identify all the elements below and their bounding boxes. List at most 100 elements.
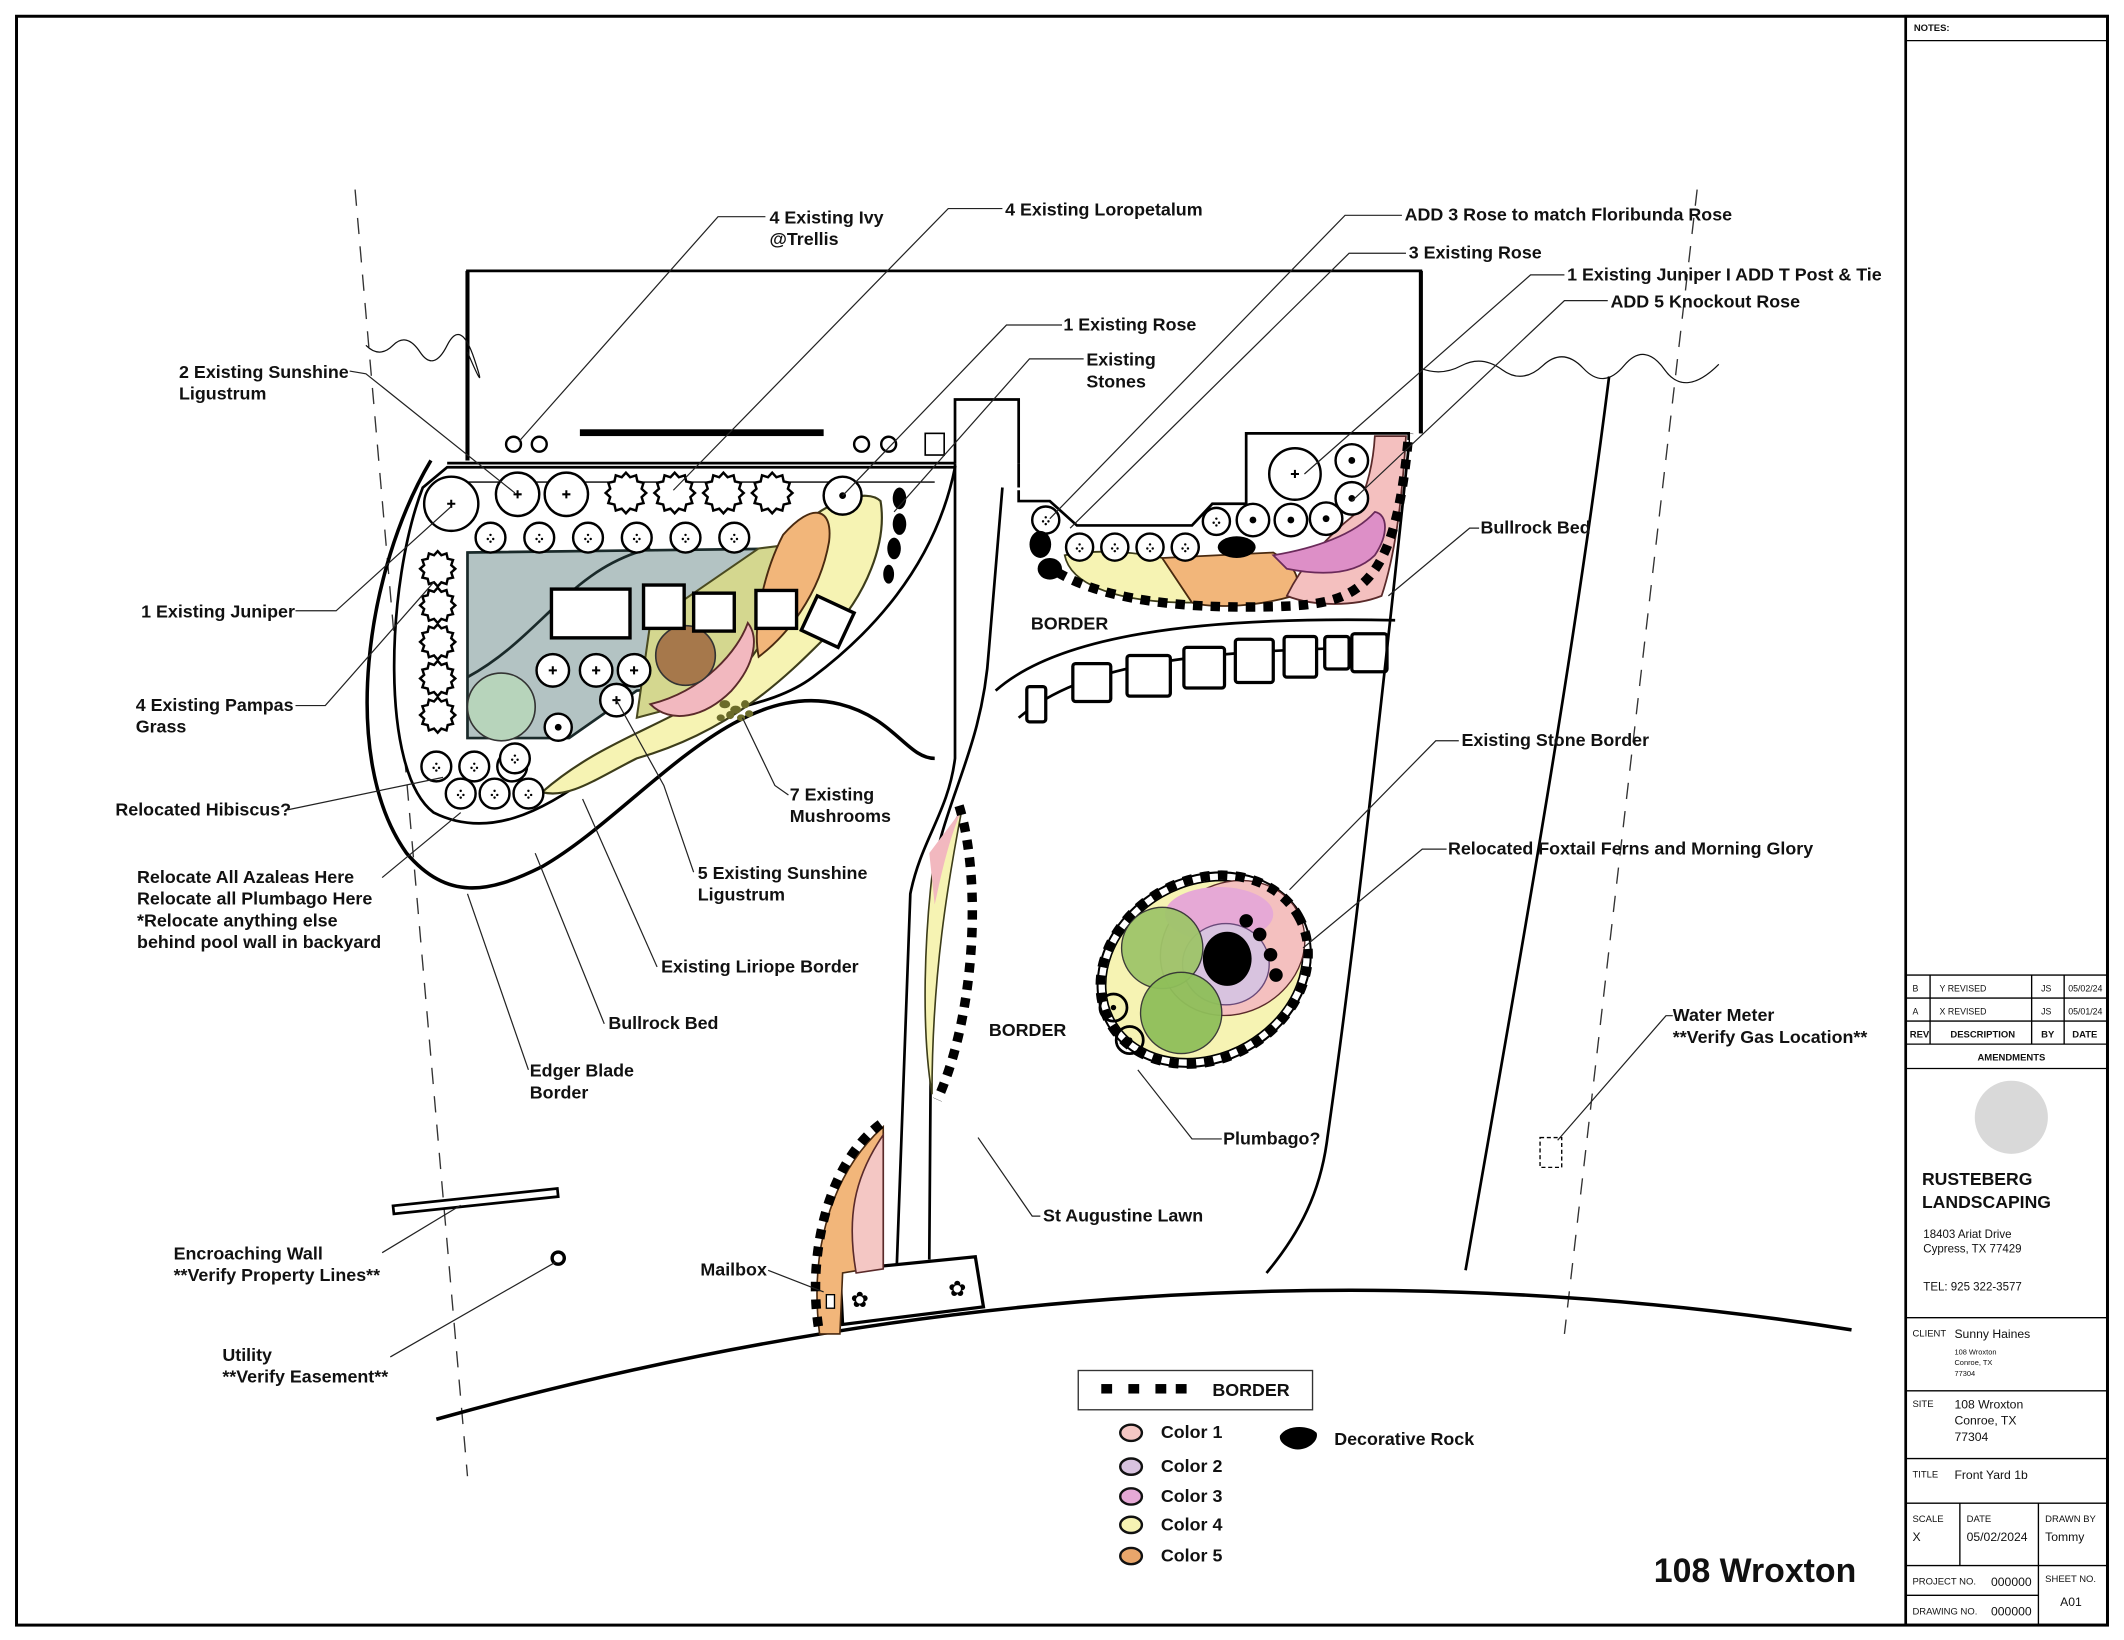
- legend-item: Color 4: [1119, 1514, 1223, 1535]
- shrub-symbol: [422, 475, 480, 533]
- color1-area: [648, 621, 755, 717]
- label-stone-border: Existing Stone Border: [1462, 730, 1650, 750]
- label-utility: Utility: [222, 1345, 272, 1365]
- label-liriope: Existing Liriope Border: [661, 956, 859, 976]
- label-text: Ligustrum: [179, 384, 266, 404]
- notes-label: NOTES:: [1914, 23, 1950, 34]
- sage-tree: [466, 672, 537, 742]
- amendment-by: JS: [2041, 1006, 2051, 1016]
- shrub-symbol: [718, 521, 751, 554]
- shrub-symbol: [1030, 505, 1061, 535]
- label-wall: Encroaching Wall: [174, 1243, 323, 1263]
- island-bed: [1095, 870, 1313, 1069]
- color3-area: [1271, 510, 1386, 574]
- shrub-symbol: [1235, 502, 1271, 538]
- label-bullrock-right: Bullrock Bed: [1480, 518, 1590, 538]
- label-text: **Verify Property Lines**: [174, 1265, 381, 1285]
- label-text: 05/02/2024: [1967, 1530, 2028, 1544]
- shrub-symbol: [512, 777, 545, 810]
- label-text: A01: [2060, 1595, 2082, 1609]
- title-block: [1904, 14, 2109, 1627]
- stepping-stone: [1071, 661, 1113, 704]
- label-text: 000000: [1991, 1575, 2032, 1589]
- label-loropetalum: 4 Existing Loropetalum: [1005, 199, 1202, 219]
- shrub-symbol: [1170, 532, 1200, 562]
- stepping-stone: [1182, 645, 1227, 690]
- legend-label: Color 4: [1161, 1514, 1223, 1534]
- amendment-date: 05/02/24: [2068, 983, 2102, 993]
- label-juniper-tpost: 1 Existing Juniper I ADD T Post & Tie: [1567, 264, 1882, 284]
- label-text: DATE: [1967, 1514, 1992, 1525]
- water-meter: [1539, 1136, 1563, 1169]
- shrub-symbol: [1064, 532, 1095, 562]
- amendment-description: X REVISED: [1940, 1006, 1987, 1016]
- shrub-symbol: [418, 549, 458, 589]
- shrub-symbol: [620, 521, 653, 554]
- shrub-symbol: [1135, 532, 1165, 562]
- legend-label: Color 5: [1161, 1545, 1223, 1565]
- shrub-symbol: [418, 695, 458, 735]
- label-text: SCALE: [1912, 1514, 1943, 1525]
- drawing-title: Front Yard 1b: [1954, 1468, 2028, 1482]
- label-sunshine-top: 2 Existing Sunshine: [179, 362, 349, 382]
- encroaching-wall: [391, 1187, 560, 1216]
- label-text: LANDSCAPING: [1922, 1192, 2051, 1212]
- shrub-symbol: [669, 521, 702, 554]
- legend-rock-label: Decorative Rock: [1334, 1429, 1474, 1449]
- shrub-symbol: [418, 659, 458, 698]
- amendments-label: AMENDMENTS: [1977, 1052, 2045, 1063]
- label-text: 77304: [1954, 1369, 1975, 1378]
- label-stones: Existing: [1086, 350, 1155, 370]
- shrub-symbol: [652, 470, 697, 516]
- color-swatch: [1119, 1515, 1144, 1535]
- amendment-rev: B: [1912, 983, 1918, 993]
- property-line-right: [1563, 189, 1698, 1335]
- label-water-meter: Water Meter: [1673, 1005, 1775, 1025]
- driveway-edge-left: [1265, 446, 1411, 1274]
- label-hibiscus: Relocated Hibiscus?: [115, 799, 291, 819]
- label-text: CLIENT: [1912, 1329, 1946, 1340]
- label-sunshine-five: 5 Existing Sunshine: [698, 863, 868, 883]
- mulch-tree: [654, 624, 717, 687]
- label-border-mid: BORDER: [989, 1020, 1066, 1040]
- label-relocate: Relocate All Azaleas Here: [137, 867, 354, 887]
- amendment-date: 05/01/24: [2068, 1006, 2102, 1016]
- leader-lines: [287, 207, 1673, 1358]
- label-three-rose: 3 Existing Rose: [1409, 243, 1542, 263]
- shrub-symbol: [444, 777, 477, 810]
- label-ivy: 4 Existing Ivy: [769, 207, 883, 227]
- label-bullrock-left: Bullrock Bed: [608, 1013, 718, 1033]
- stepping-stone: [1282, 634, 1319, 679]
- stepping-stone: [1233, 637, 1275, 685]
- label-text: Tommy: [2045, 1530, 2085, 1544]
- amendment-by: JS: [2041, 983, 2051, 993]
- label-text: Relocate all Plumbago Here: [137, 889, 372, 909]
- decorative-rocks: [883, 487, 907, 584]
- label-text: TITLE: [1912, 1469, 1938, 1480]
- stepping-stone: [1323, 634, 1351, 671]
- label-text: SHEET NO.: [2045, 1574, 2096, 1585]
- color-swatch: [1119, 1457, 1144, 1476]
- label-text: *Relocate anything else: [137, 910, 338, 930]
- driveway-edge-right: [1464, 376, 1611, 1271]
- legend-label: Color 1: [1161, 1422, 1223, 1442]
- label-text: DRAWN BY: [2045, 1514, 2096, 1525]
- label-text: Conroe, TX: [1954, 1358, 1992, 1367]
- label-border-top: BORDER: [1031, 614, 1108, 634]
- stepping-stone: [1125, 653, 1172, 698]
- stepping-stone: [1350, 632, 1389, 674]
- right-bed: [1017, 432, 1414, 612]
- label-juniper: 1 Existing Juniper: [141, 602, 295, 622]
- shrub-symbol: [418, 622, 458, 662]
- shrub-symbol: [543, 712, 573, 742]
- edger-blade-border: [365, 459, 935, 890]
- label-edger: Edger Blade: [530, 1061, 634, 1081]
- label-plumbago: Plumbago?: [1223, 1128, 1320, 1148]
- legend-item: Color 3: [1119, 1486, 1222, 1506]
- left-bed: [365, 459, 957, 890]
- shrub-symbol: [1273, 502, 1309, 538]
- house: [365, 269, 1720, 465]
- legend-border-box: [1077, 1369, 1314, 1411]
- walkway-bed: [924, 804, 978, 1102]
